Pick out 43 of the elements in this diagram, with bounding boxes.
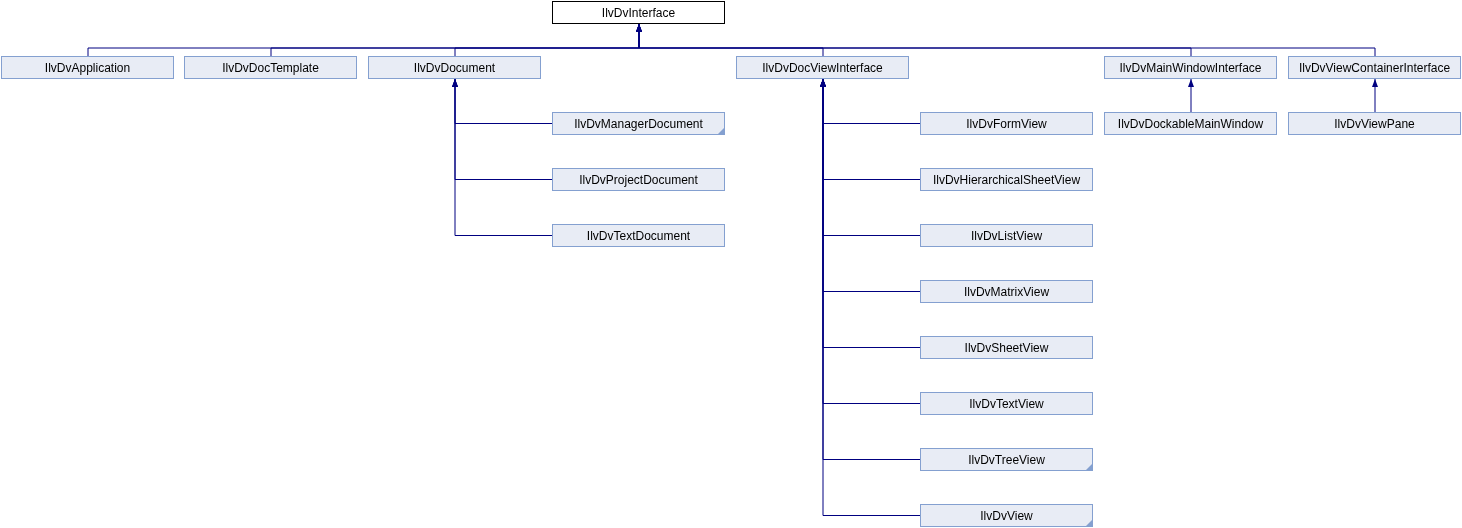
inheritance-arrow [1372, 78, 1378, 113]
class-box [552, 168, 725, 191]
class-name: IlvDvMatrixView [963, 285, 1050, 298]
class-name: IlvDvHierarchicalSheetView [932, 173, 1081, 186]
class-box [920, 504, 1093, 527]
class-box [920, 336, 1093, 359]
class-name: IlvDvFormView [966, 117, 1047, 130]
class-name: IlvDvViewContainerInterface [1298, 61, 1451, 74]
class-name: IlvDvDocument [413, 61, 496, 74]
class-name: IlvDvDocViewInterface [762, 61, 883, 74]
class-box [920, 280, 1093, 303]
class-box [552, 1, 725, 24]
class-box [1, 56, 174, 79]
class-box [184, 56, 357, 79]
class-name: IlvDvView [980, 509, 1033, 522]
class-box [736, 56, 909, 79]
class-box [920, 168, 1093, 191]
class-name: IlvDvDockableMainWindow [1117, 117, 1264, 130]
class-name: IlvDvSheetView [964, 341, 1049, 354]
class-box [1288, 112, 1461, 135]
inheritance-arrow [1188, 78, 1194, 113]
class-box [920, 392, 1093, 415]
class-box [1288, 56, 1461, 79]
class-box [1104, 112, 1277, 135]
class-name: IlvDvProjectDocument [579, 173, 698, 186]
class-name: IlvDvMainWindowInterface [1119, 61, 1262, 74]
class-box [920, 112, 1093, 135]
class-name: IlvDvViewPane [1334, 117, 1415, 130]
class-box [368, 56, 541, 79]
class-name: IlvDvListView [970, 229, 1043, 242]
class-name: IlvDvTextView [969, 397, 1044, 410]
class-name: IlvDvTextDocument [586, 229, 691, 242]
class-name: IlvDvApplication [44, 61, 131, 74]
class-box [552, 112, 725, 135]
class-name: IlvDvManagerDocument [574, 117, 703, 130]
class-name: IlvDvInterface [601, 6, 676, 19]
class-box [552, 224, 725, 247]
class-box [920, 448, 1093, 471]
class-name: IlvDvDocTemplate [222, 61, 319, 74]
class-box [1104, 56, 1277, 79]
class-name: IlvDvTreeView [968, 453, 1045, 466]
class-box [920, 224, 1093, 247]
inheritance-arrow [452, 78, 553, 236]
